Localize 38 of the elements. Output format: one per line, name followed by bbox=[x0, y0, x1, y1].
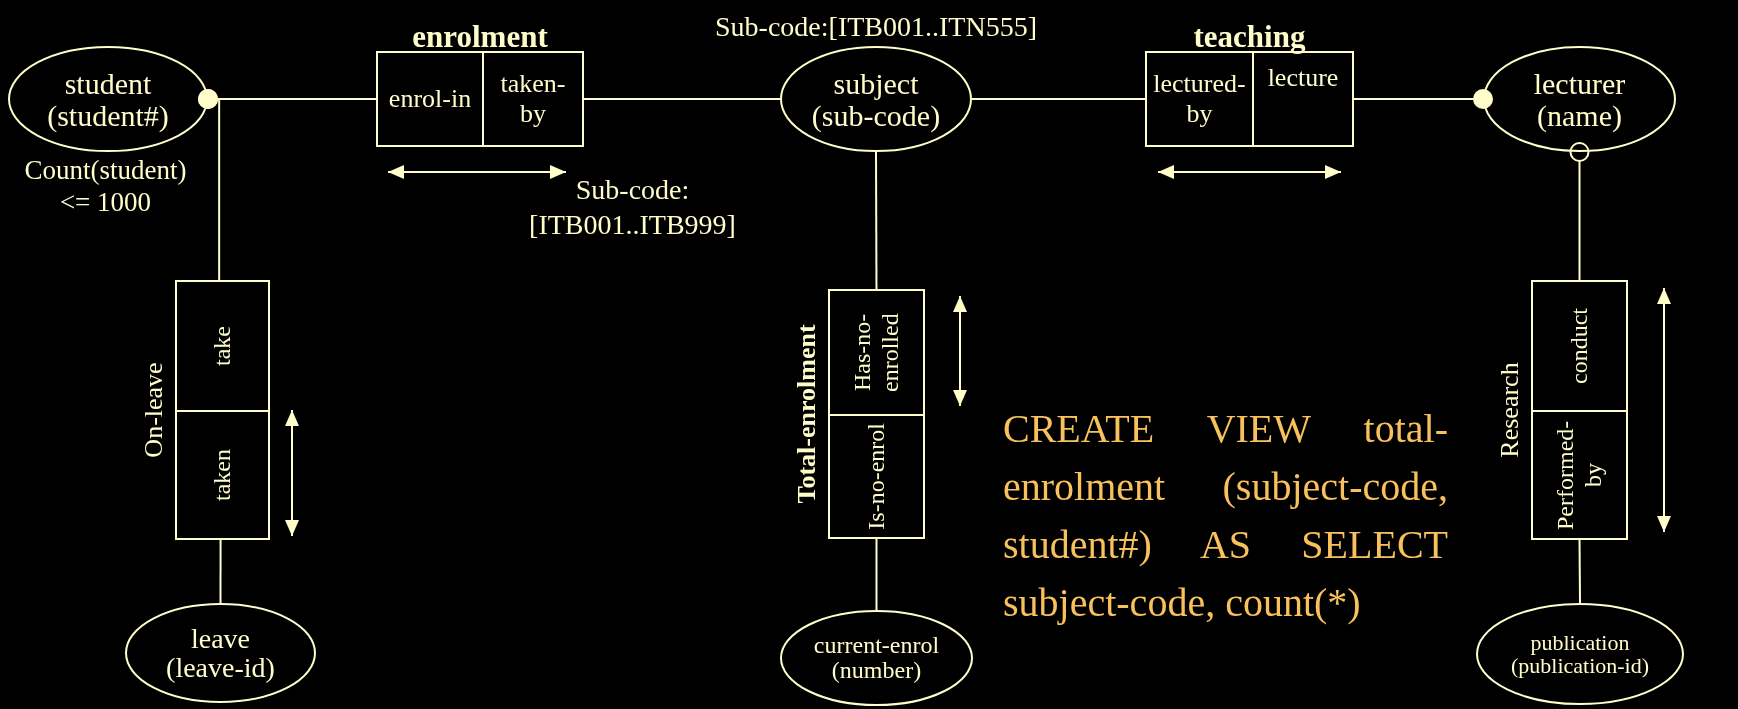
entity-ellipse bbox=[1483, 46, 1676, 152]
connector bbox=[581, 98, 781, 100]
role-label: lecture bbox=[1267, 63, 1339, 93]
connector bbox=[198, 89, 221, 283]
entity-ellipse bbox=[125, 603, 316, 703]
connector bbox=[219, 537, 222, 604]
connector bbox=[971, 98, 1148, 100]
role-label: Has-no-enrolled bbox=[848, 312, 904, 394]
entity-label: subject (sub-code) bbox=[810, 67, 942, 131]
sql-statement: CREATE VIEW total-enrolment (subject-code, student#) AS SELECT subject-code, count(*) bbox=[1003, 405, 1448, 627]
entity-ellipse bbox=[780, 610, 973, 706]
value-constraint: Sub-code: [ITB001..ITB999] bbox=[528, 173, 737, 242]
connector bbox=[1569, 142, 1590, 283]
role-label: taken-by bbox=[499, 69, 567, 129]
connector bbox=[1578, 537, 1581, 604]
fact-type-name: Total-enrolment bbox=[792, 324, 822, 504]
entity-label: publication (publication-id) bbox=[1509, 630, 1651, 678]
entity-label: student (student#) bbox=[46, 67, 170, 131]
role-label: taken bbox=[208, 449, 236, 501]
role-label: conduct bbox=[1565, 308, 1593, 384]
role-label: Performed-by bbox=[1551, 419, 1607, 532]
connector bbox=[1351, 89, 1493, 109]
role-label: Is-no-enrol bbox=[862, 423, 890, 530]
fact-type-name: Research bbox=[1495, 362, 1525, 458]
entity-label: current-enrol (number) bbox=[812, 632, 941, 684]
entity-label: lecturer (name) bbox=[1532, 67, 1627, 131]
fact-type-name: teaching bbox=[1192, 19, 1307, 55]
role-label: enrol-in bbox=[388, 84, 472, 114]
constraint-note: Count(student) <= 1000 bbox=[23, 154, 188, 219]
entity-label: leave (leave-id) bbox=[165, 623, 276, 683]
connector bbox=[875, 151, 878, 292]
entity-ellipse bbox=[1476, 603, 1684, 705]
constraint-note: Sub-code:[ITB001..ITN555] bbox=[714, 10, 1038, 44]
role-label: lectured-by bbox=[1152, 69, 1247, 129]
connector bbox=[875, 536, 878, 611]
fact-type-name: enrolment bbox=[411, 19, 549, 55]
fact-type-name: On-leave bbox=[139, 362, 169, 458]
role-label: take bbox=[208, 326, 236, 366]
